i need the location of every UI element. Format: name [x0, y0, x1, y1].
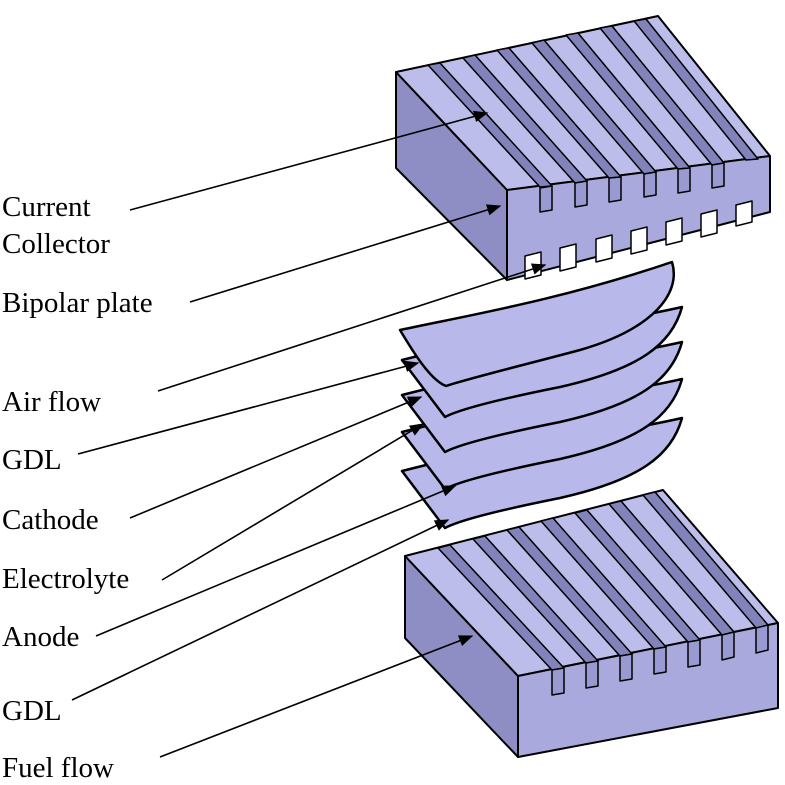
label-gdl-top: GDL — [2, 444, 62, 476]
label-cathode: Cathode — [2, 504, 99, 536]
label-current-collector-line2: Collector — [2, 228, 110, 260]
leader-lines — [71, 110, 547, 758]
bottom-plate-front-notches — [551, 624, 769, 696]
membrane-stack — [398, 260, 684, 530]
label-electrolyte: Electrolyte — [2, 563, 130, 595]
top-plate-top-notches — [539, 162, 725, 213]
leader-gdl-top — [77, 360, 420, 455]
bottom-bipolar-plate — [404, 489, 779, 758]
label-gdl-bottom: GDL — [2, 695, 62, 727]
leader-anode — [95, 485, 457, 637]
leader-current-collector — [129, 110, 489, 211]
leader-electrolyte — [161, 423, 425, 581]
leader-gdl-bottom — [71, 519, 450, 701]
leader-air-flow — [157, 263, 547, 392]
bottom-plate-grooves — [437, 491, 769, 671]
label-anode: Anode — [2, 621, 80, 653]
leader-bipolar-plate — [189, 204, 502, 303]
top-bipolar-plate — [395, 15, 771, 281]
label-fuel-flow: Fuel flow — [2, 752, 114, 784]
label-bipolar-plate: Bipolar plate — [2, 287, 153, 319]
leader-cathode — [129, 396, 423, 519]
label-current-collector-line1: Current — [2, 191, 91, 223]
leader-fuel-flow — [159, 635, 474, 758]
top-plate-front-notches — [524, 200, 753, 280]
layer-gdl-top — [398, 260, 675, 388]
label-air-flow: Air flow — [2, 386, 102, 418]
